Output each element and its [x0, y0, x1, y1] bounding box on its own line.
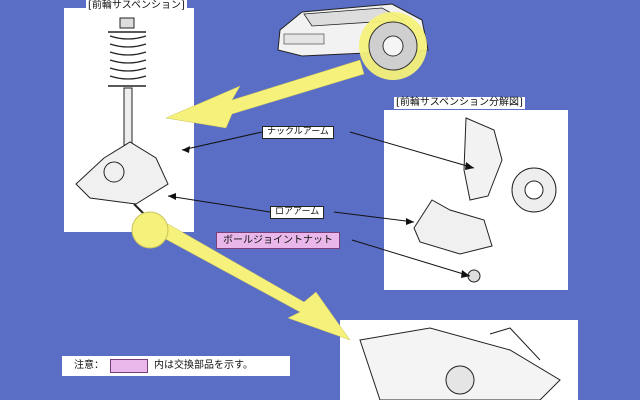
legend: 注意： 内は交換部品を示す。 [62, 356, 290, 376]
ball-joint-highlight [131, 211, 169, 249]
ball-joint-nut-label: ボールジョイントナット [216, 232, 340, 249]
ball-joint-detail-drawing [359, 327, 561, 400]
arrow-car-to-suspension [165, 59, 365, 129]
legend-suffix: 内は交換部品を示す。 [154, 360, 253, 371]
leader-knuckle-right [349, 131, 475, 169]
strut-assembly-drawing [75, 17, 169, 219]
legend-prefix: 注意： [74, 360, 104, 371]
front-suspension-title: [前輪サスペンション] [86, 0, 187, 12]
leader-lower-arm-right [333, 211, 415, 223]
leader-nut [351, 239, 471, 277]
lower-arm-label: ロアアーム [270, 206, 325, 219]
arrow-ball-joint-to-detail [159, 223, 351, 341]
knuckle-arm-label: ナックルアーム [262, 126, 334, 139]
leader-lower-arm-left [167, 195, 271, 213]
exploded-parts-drawing [413, 117, 557, 283]
exploded-view-panel [384, 110, 568, 290]
leader-knuckle-left [181, 131, 263, 151]
exploded-view-title: [前輪サスペンション分解図] [394, 97, 525, 109]
ball-joint-detail-panel [340, 320, 578, 400]
legend-swatch [110, 359, 148, 373]
